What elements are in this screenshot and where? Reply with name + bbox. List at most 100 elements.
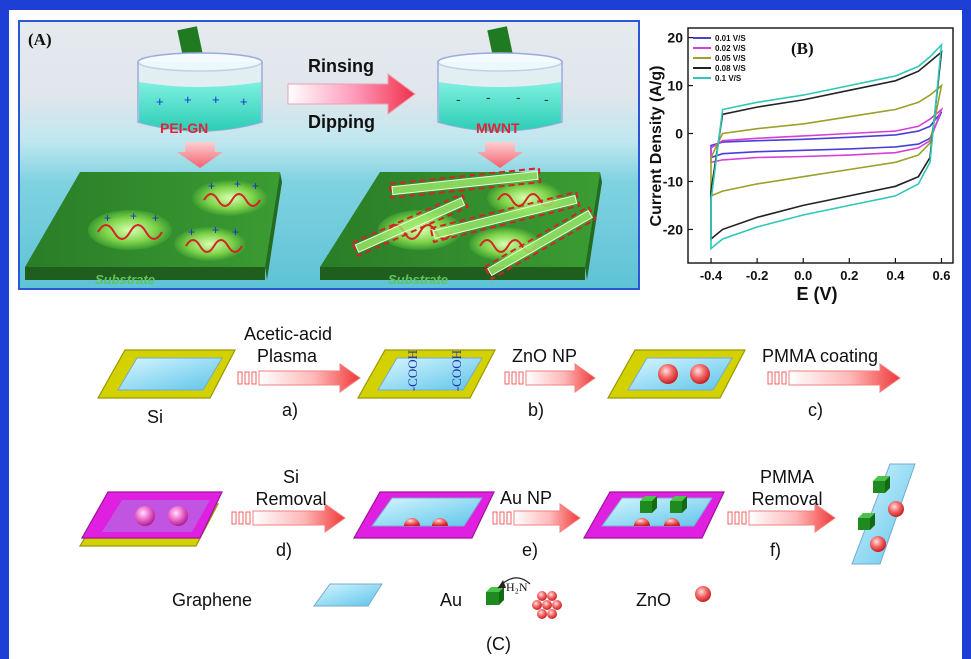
svg-text:+: + bbox=[188, 225, 195, 239]
pmma-on-si bbox=[78, 491, 223, 547]
au-legend-symbol bbox=[486, 577, 531, 605]
x-tick-label: 0.6 bbox=[932, 268, 950, 283]
zno-on-graphene bbox=[606, 349, 746, 399]
svg-text:+: + bbox=[252, 179, 259, 193]
substrate-right bbox=[320, 167, 602, 281]
step-e-label: Au NP bbox=[500, 488, 553, 508]
arrow-b bbox=[504, 363, 596, 393]
y-tick-label: -10 bbox=[663, 173, 683, 189]
step-b-letter: b) bbox=[528, 400, 545, 420]
legend-entry: 0.05 V/S bbox=[715, 54, 746, 63]
y-tick-label: -20 bbox=[663, 221, 683, 237]
arrow-e bbox=[492, 503, 581, 533]
step-f-line-2: Removal bbox=[751, 489, 823, 509]
au-legend-label: Au bbox=[440, 590, 463, 610]
x-tick-label: 0.2 bbox=[840, 268, 858, 283]
legend-entry: 0.02 V/S bbox=[715, 44, 746, 53]
panel-a: (A) + + + + bbox=[18, 20, 640, 290]
step-d-line-2: Removal bbox=[255, 489, 327, 509]
x-tick-label: -0.2 bbox=[746, 268, 768, 283]
step-f-line-1: PMMA bbox=[760, 467, 814, 487]
arrow-c bbox=[767, 363, 901, 393]
zno-legend-label: ZnO bbox=[636, 590, 672, 610]
beaker-right-label: MWNT bbox=[476, 120, 520, 136]
svg-text:+: + bbox=[212, 92, 220, 107]
cooh-graphene bbox=[356, 349, 496, 399]
step-c-label: PMMA coating bbox=[762, 346, 879, 366]
arrow-f bbox=[727, 503, 836, 533]
svg-text:+: + bbox=[184, 92, 192, 107]
svg-text:+: + bbox=[232, 225, 239, 239]
substrate-label-left: Substrate bbox=[95, 272, 155, 287]
zno-legend-symbol bbox=[695, 586, 711, 602]
plot-frame bbox=[687, 27, 954, 264]
beaker-right: ---- bbox=[437, 26, 563, 132]
step-c-letter: c) bbox=[808, 400, 823, 420]
dipping-label: Dipping bbox=[308, 112, 375, 132]
step-f-letter: f) bbox=[770, 540, 781, 560]
graphene-legend-label: Graphene bbox=[172, 590, 253, 610]
rinsing-dipping-arrow bbox=[287, 73, 416, 115]
y-tick-label: 10 bbox=[667, 78, 683, 94]
substrate-label-right: Substrate bbox=[388, 272, 448, 287]
step-a-line-2: Plasma bbox=[256, 346, 318, 366]
svg-text:+: + bbox=[156, 94, 164, 109]
svg-text:-: - bbox=[516, 89, 521, 105]
x-axis-label: E (V) bbox=[796, 284, 837, 304]
axis-ticks: -0.4 -0.2 0.0 0.2 0.4 0.6 20 10 0 -10 -20 bbox=[663, 30, 951, 283]
final-hybrid bbox=[851, 463, 916, 565]
zno-cluster-symbol bbox=[532, 591, 562, 619]
step-d-letter: d) bbox=[276, 540, 293, 560]
panel-a-tag: (A) bbox=[28, 30, 52, 49]
cv-curve-0-02-v-s bbox=[710, 106, 944, 164]
step-a-letter: a) bbox=[282, 400, 299, 420]
x-tick-label: 0.4 bbox=[886, 268, 905, 283]
y-axis-label: Current Density (A/g) bbox=[648, 66, 665, 227]
panel-b-chart: (B) -0.4 -0.2 0.0 0.2 0.4 0.6 20 10 0 -10 -20 0.01… bbox=[648, 27, 954, 304]
svg-text:+: + bbox=[212, 223, 219, 237]
beaker-left: + + + + bbox=[137, 26, 263, 132]
cooh-group-1: -COOH bbox=[405, 350, 420, 392]
arrow-d bbox=[231, 503, 346, 533]
cooh-group-2: -COOH bbox=[449, 350, 464, 392]
panel-b-tag: (B) bbox=[791, 39, 814, 58]
panel-c-drawing bbox=[78, 349, 916, 619]
si-label: Si bbox=[147, 407, 164, 427]
down-arrow-right bbox=[477, 142, 523, 168]
svg-text:+: + bbox=[152, 211, 159, 225]
amine-label: H₂N bbox=[506, 580, 528, 594]
y-tick-label: 20 bbox=[667, 30, 683, 46]
step-b-label: ZnO NP bbox=[512, 346, 578, 366]
cv-curve-0-1-v-s bbox=[710, 42, 943, 251]
svg-text:+: + bbox=[104, 211, 111, 225]
panel-a-drawing: + + + + - - - - bbox=[25, 26, 602, 281]
panel-c-tag: (C) bbox=[486, 634, 511, 654]
substrate-left: + + + + + + + + + bbox=[25, 172, 282, 280]
step-e-letter: e) bbox=[522, 540, 539, 560]
arrow-a bbox=[237, 363, 361, 393]
svg-text:+: + bbox=[130, 209, 137, 223]
svg-text:+: + bbox=[240, 94, 248, 109]
step-d-line-1: Si bbox=[282, 467, 299, 487]
x-tick-label: 0.0 bbox=[794, 268, 812, 283]
down-arrow-left bbox=[177, 142, 223, 168]
legend-entry: 0.01 V/S bbox=[715, 34, 746, 43]
beaker-left-label: PEI-GN bbox=[160, 120, 209, 136]
y-tick-label: 0 bbox=[675, 126, 683, 142]
svg-text:-: - bbox=[456, 91, 461, 107]
step-f-label: PMMA Removal bbox=[744, 466, 830, 510]
step-d-label: Si Removal bbox=[248, 466, 334, 510]
svg-text:-: - bbox=[486, 89, 491, 105]
svg-text:+: + bbox=[208, 179, 215, 193]
chart-legend: 0.01 V/S0.02 V/S0.05 V/S0.08 V/S0.1 V/S bbox=[693, 34, 746, 83]
x-tick-label: -0.4 bbox=[700, 268, 723, 283]
svg-text:-: - bbox=[544, 91, 549, 107]
svg-text:+: + bbox=[234, 177, 241, 191]
graphene-legend-symbol bbox=[313, 583, 383, 607]
legend-entry: 0.1 V/S bbox=[715, 74, 742, 83]
legend-entry: 0.08 V/S bbox=[715, 64, 746, 73]
rinsing-label: Rinsing bbox=[308, 56, 374, 76]
au-cube bbox=[670, 496, 687, 513]
cv-curves bbox=[710, 42, 944, 251]
